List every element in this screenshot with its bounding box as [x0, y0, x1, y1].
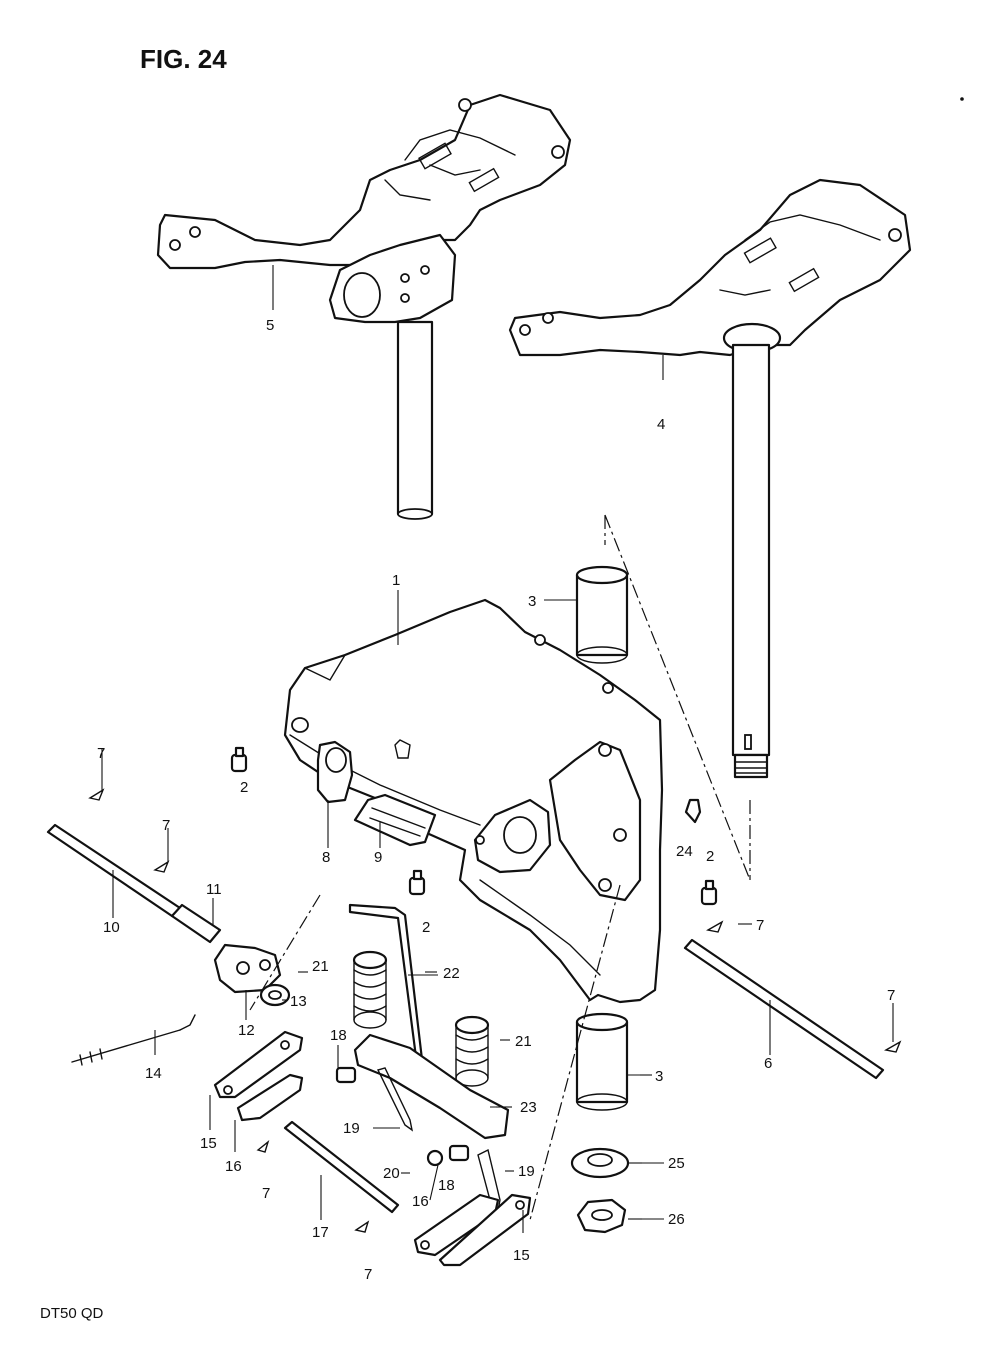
part-15-16-link-right — [413, 1193, 532, 1267]
part-10-tilt-shaft — [46, 823, 222, 944]
label-18: 18 — [438, 1177, 455, 1194]
label-19: 19 — [518, 1163, 535, 1180]
label-16: 16 — [412, 1193, 429, 1210]
part-7-cotter-pin-f — [354, 1220, 370, 1233]
part-17-shaft — [283, 1120, 400, 1214]
part-24-cap — [684, 798, 702, 824]
label-7: 7 — [97, 745, 105, 762]
label-dashes — [282, 923, 752, 1220]
label-2: 2 — [240, 779, 248, 796]
label-22: 22 — [443, 965, 460, 982]
label-21: 21 — [312, 958, 329, 975]
part-11-12-13-lock-assembly — [213, 943, 291, 1007]
label-2: 2 — [706, 848, 714, 865]
label-25: 25 — [668, 1155, 685, 1172]
part-14-bolt — [71, 1014, 196, 1066]
part-5-steering-bracket — [156, 93, 572, 520]
label-19: 19 — [343, 1120, 360, 1137]
label-11: 11 — [206, 881, 222, 898]
part-26-nut — [576, 1198, 627, 1234]
label-3: 3 — [528, 593, 536, 610]
label-9: 9 — [374, 849, 382, 866]
part-15-16-link-left — [213, 1030, 304, 1122]
label-2: 2 — [422, 919, 430, 936]
label-12: 12 — [238, 1022, 255, 1039]
part-7-cotter-pin-b — [153, 860, 170, 873]
label-7: 7 — [364, 1266, 372, 1283]
label-26: 26 — [668, 1211, 685, 1228]
label-10: 10 — [103, 919, 120, 936]
part-7-cotter-pin-a — [88, 788, 105, 801]
part-7-cotter-pin-c — [706, 920, 724, 933]
part-25-washer — [570, 1147, 630, 1179]
label-20: 20 — [383, 1165, 400, 1182]
part-23-lever-plate — [353, 1033, 510, 1140]
label-14: 14 — [145, 1065, 162, 1082]
part-21-spring-b — [454, 1015, 490, 1087]
part-6-shaft — [683, 938, 885, 1080]
part-3-lower-bushing — [575, 1012, 629, 1111]
label-17: 17 — [312, 1224, 329, 1241]
part-9-pad — [353, 793, 437, 847]
part-21-spring-a — [352, 950, 388, 1029]
speck-mark — [960, 97, 964, 101]
label-16: 16 — [225, 1158, 242, 1175]
label-15: 15 — [513, 1247, 530, 1264]
part-7-cotter-pin-e — [256, 1140, 270, 1153]
part-1-swivel-case — [283, 598, 664, 1004]
label-8: 8 — [322, 849, 330, 866]
label-21: 21 — [515, 1033, 532, 1050]
label-4: 4 — [657, 416, 665, 433]
alignment-line-c — [249, 884, 621, 1221]
part-8-bushing — [316, 740, 354, 804]
label-7: 7 — [756, 917, 764, 934]
part-18-stop-b — [448, 1144, 470, 1162]
label-5: 5 — [266, 317, 274, 334]
label-1: 1 — [392, 572, 400, 589]
model-code: DT50 QD — [40, 1305, 104, 1322]
label-13: 13 — [290, 993, 307, 1010]
part-4-steering-bracket — [508, 178, 912, 779]
part-2-grease-nipple-a — [230, 746, 248, 773]
part-18-stop-a — [335, 1066, 357, 1084]
part-7-cotter-pin-d — [884, 1040, 902, 1053]
alignment-line-a — [604, 514, 751, 881]
part-19-spring-a — [377, 1067, 414, 1132]
part-3-upper-bushing — [575, 565, 629, 664]
part-labels: 1 2 2 2 3 3 4 5 6 7 7 7 7 7 7 8 9 10 11 … — [97, 317, 895, 1283]
label-3: 3 — [655, 1068, 663, 1085]
label-23: 23 — [520, 1099, 537, 1116]
label-7: 7 — [887, 987, 895, 1004]
label-24: 24 — [676, 843, 693, 860]
part-2-grease-nipple-b — [408, 869, 426, 896]
figure-title: FIG. 24 — [140, 44, 227, 74]
label-6: 6 — [764, 1055, 772, 1072]
part-20-nut — [426, 1149, 444, 1167]
part-2-grease-nipple-c — [700, 879, 718, 906]
label-7: 7 — [162, 817, 170, 834]
label-7: 7 — [262, 1185, 270, 1202]
part-19-spring-b — [477, 1148, 501, 1212]
label-15: 15 — [200, 1135, 217, 1152]
label-18: 18 — [330, 1027, 347, 1044]
